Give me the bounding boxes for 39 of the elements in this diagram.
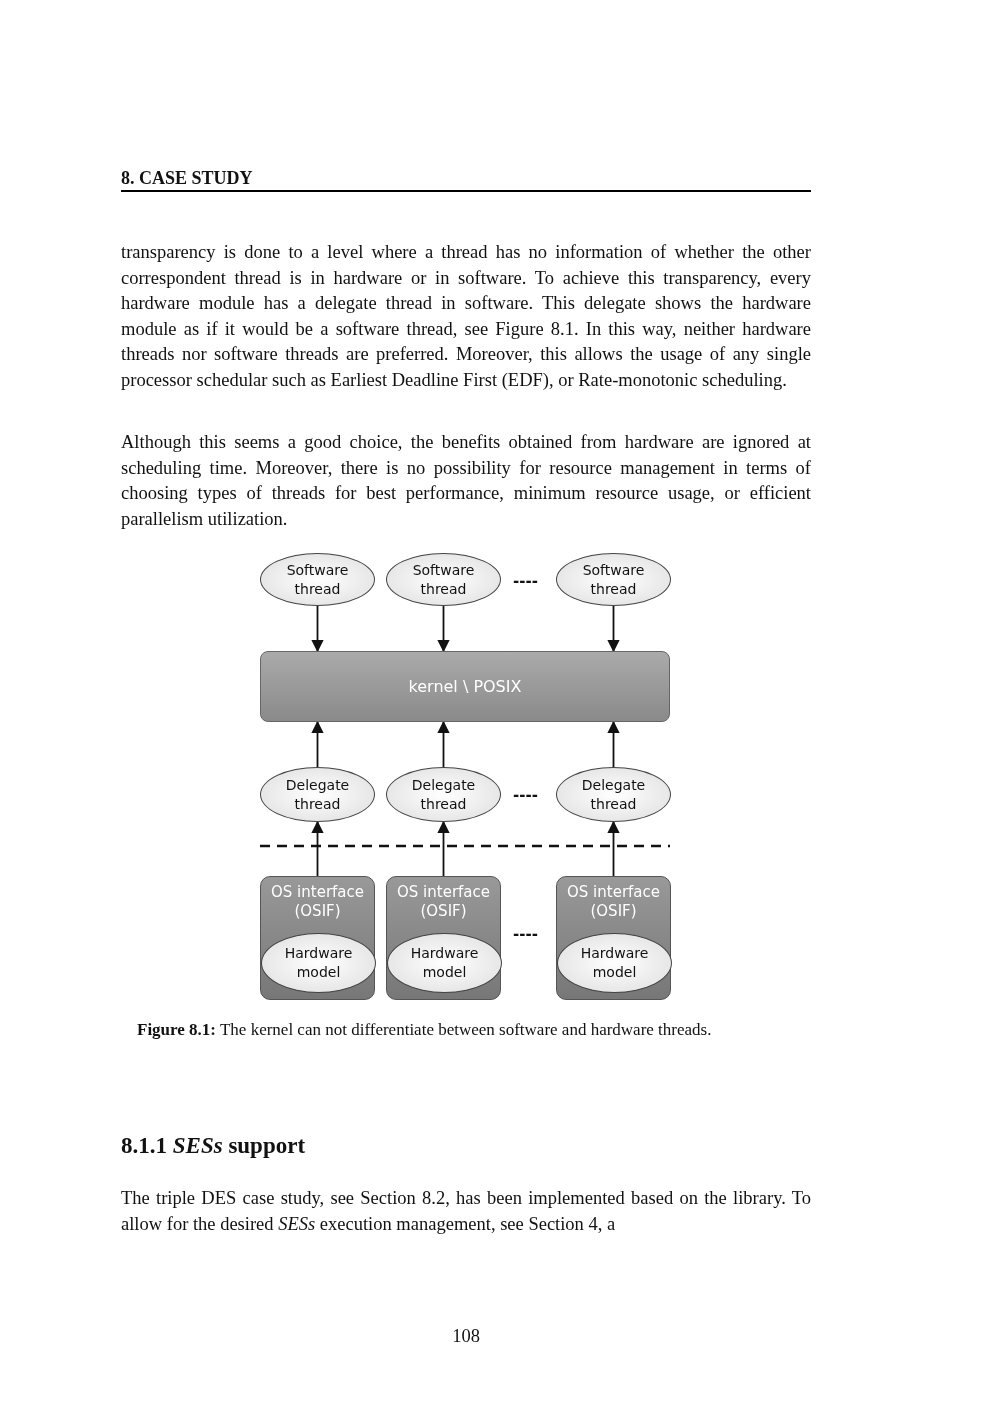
arrow xyxy=(607,720,620,768)
interface-box xyxy=(556,876,671,1000)
node-label: Hardware model xyxy=(283,944,354,982)
node-label: OS interface (OSIF) xyxy=(566,883,661,921)
page-number: 108 xyxy=(451,1325,481,1348)
running-header: 8. CASE STUDY xyxy=(121,167,253,190)
body-paragraph: The triple DES case study, see Section 8.2, has been implemented based on the library. To allow for the desired SESs execution management, see Section 4, a xyxy=(121,1187,811,1236)
model-ellipse xyxy=(261,933,376,993)
node-label: Software thread xyxy=(285,560,350,599)
arrow xyxy=(437,820,450,877)
node-label: OS interface (OSIF) xyxy=(270,883,365,921)
arrow xyxy=(311,605,324,653)
arrow xyxy=(437,720,450,768)
ellipsis-dashes: ---- xyxy=(513,571,538,592)
ellipsis-dashes: ---- xyxy=(513,785,538,806)
node-label: Hardware model xyxy=(409,944,480,982)
section-heading: 8.1.1 SESs support xyxy=(121,1132,306,1160)
arrow xyxy=(437,605,450,653)
arrow xyxy=(607,820,620,877)
node-label: Software thread xyxy=(411,560,476,599)
interface-box xyxy=(386,876,501,1000)
arrow xyxy=(311,820,324,877)
body-paragraph: transparency is done to a level where a thread has no information of whether the other correspondent thread is in hardware or in software. To achieve this transparency, every hardware module has a delegate thread in software. This delegate shows the hardware module as if it would be a software thread, see Figure 8.1. In this way, neither hardware threads nor software threads are preferred. Moreover, this allows the usage of any single processor schedular such as Earliest Deadline First (EDF), or Rate-monotonic scheduling. xyxy=(121,241,811,392)
node-label: kernel \ POSIX xyxy=(407,677,523,696)
interface-box xyxy=(260,876,375,1000)
arrow xyxy=(607,605,620,653)
node-label: OS interface (OSIF) xyxy=(396,883,491,921)
node-label: Delegate thread xyxy=(410,775,477,814)
node-label: Delegate thread xyxy=(284,775,351,814)
model-ellipse xyxy=(387,933,502,993)
figure-caption: Figure 8.1: The kernel can not differentiate between software and hardware threads. xyxy=(137,1019,713,1041)
node-label: Software thread xyxy=(581,560,646,599)
model-ellipse xyxy=(557,933,672,993)
kernel-box xyxy=(260,651,670,722)
node-label: Hardware model xyxy=(579,944,650,982)
body-paragraph: Although this seems a good choice, the benefits obtained from hardware are ignored at scheduling time. Moreover, there is no possibility for resource management in terms of choosing types of threads for best performance, minimum resource usage, or efficient parallelism utilization. xyxy=(121,431,811,531)
node-label: Delegate thread xyxy=(580,775,647,814)
ellipsis-dashes: ---- xyxy=(513,924,538,945)
arrow xyxy=(311,720,324,768)
